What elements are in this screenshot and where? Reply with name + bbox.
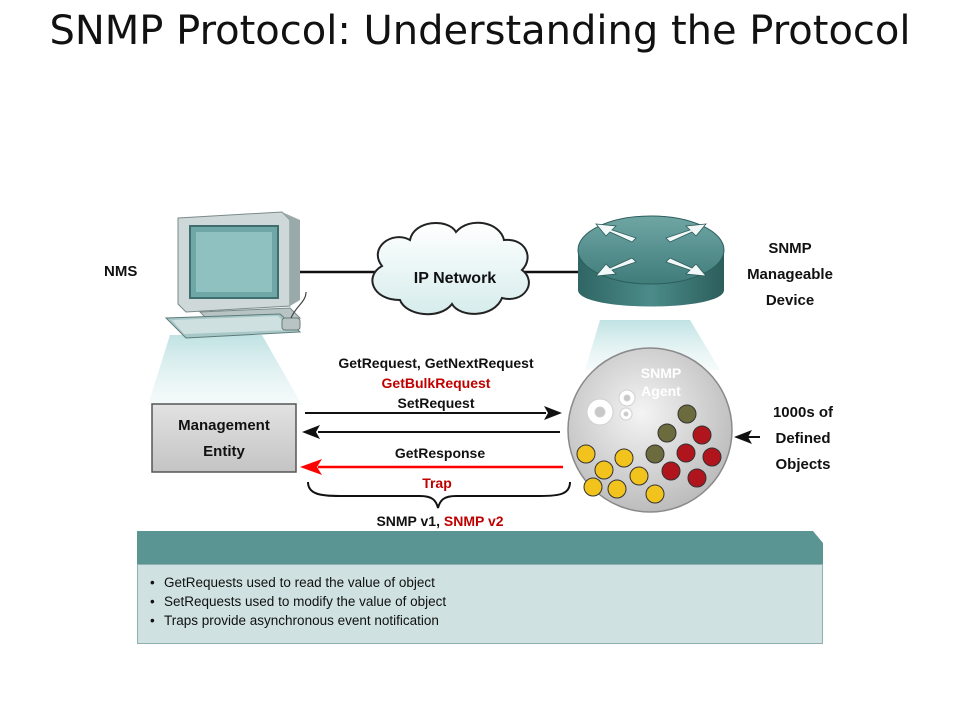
objects-label-line1: 1000s of <box>773 404 834 421</box>
info-bullet-list: GetRequests used to read the value of ob… <box>138 565 822 630</box>
info-panel-notch-fill <box>813 543 823 564</box>
msg-trap: Trap <box>422 475 452 491</box>
info-panel: GetRequests used to read the value of ob… <box>137 531 823 644</box>
trap-arrow <box>300 459 563 475</box>
msg-getresponse: GetResponse <box>395 445 485 461</box>
info-bullet-getrequests: GetRequests used to read the value of ob… <box>150 573 822 592</box>
objects-label-line3: Objects <box>775 456 830 473</box>
objects-label-line2: Defined <box>775 430 830 447</box>
response-arrow <box>302 425 560 439</box>
management-entity-box <box>151 403 297 473</box>
info-panel-notch <box>813 531 823 543</box>
msg-getbulkrequest: GetBulkRequest <box>382 375 491 391</box>
info-bullet-traps: Traps provide asynchronous event notific… <box>150 611 822 630</box>
management-entity-line1: Management <box>178 417 270 434</box>
management-entity-line2: Entity <box>203 443 245 460</box>
agent-label-line2: Agent <box>641 383 681 399</box>
ip-network-cloud-icon <box>371 221 530 316</box>
gears-icon <box>586 389 636 426</box>
msg-getrequest: GetRequest, GetNextRequest <box>338 355 534 371</box>
device-label-line1: SNMP <box>768 240 811 257</box>
nms-computer-icon <box>164 211 307 339</box>
slide-title: SNMP Protocol: Understanding the Protoco… <box>49 8 911 54</box>
nms-beam <box>148 335 302 405</box>
msg-setrequest: SetRequest <box>397 395 474 411</box>
info-panel-body: GetRequests used to read the value of ob… <box>137 564 823 644</box>
cloud-label: IP Network <box>414 270 497 287</box>
agent-label-line1: SNMP <box>641 365 681 381</box>
defined-objects-cluster <box>576 404 722 504</box>
nms-label: NMS <box>104 263 137 280</box>
router-device-icon <box>577 215 725 307</box>
objects-arrow <box>734 430 760 444</box>
versions-brace <box>307 481 571 509</box>
info-bullet-setrequests: SetRequests used to modify the value of … <box>150 592 822 611</box>
version-v1: SNMP v1, <box>376 513 443 529</box>
version-v2: SNMP v2 <box>444 513 504 529</box>
info-panel-header <box>137 531 813 564</box>
device-label-line2: Manageable <box>747 266 833 283</box>
version-label: SNMP v1, SNMP v2 <box>376 513 503 529</box>
request-arrow <box>305 406 562 420</box>
device-label-line3: Device <box>766 292 814 309</box>
